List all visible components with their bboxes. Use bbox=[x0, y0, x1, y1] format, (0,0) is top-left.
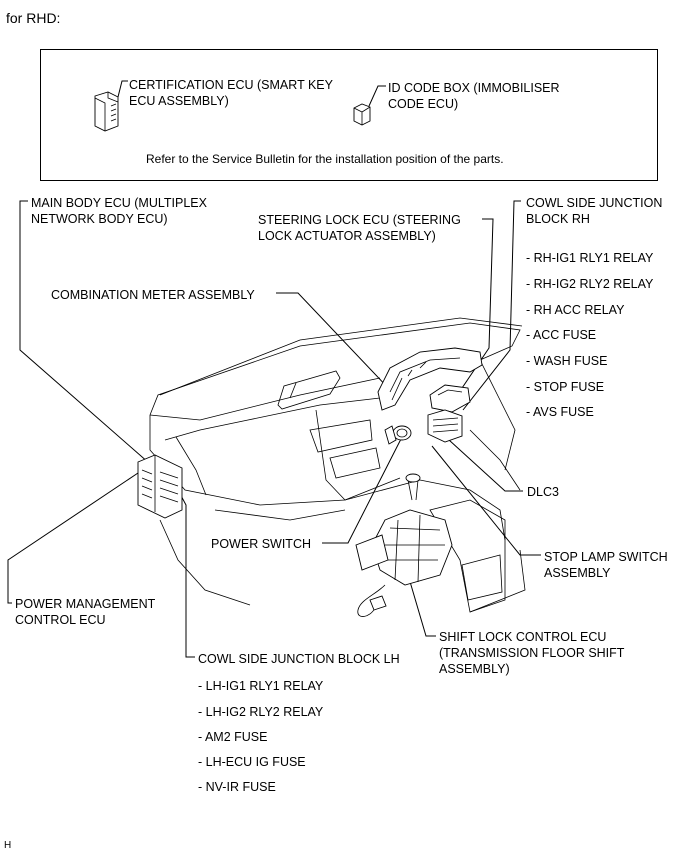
stop-lamp-switch-label-line1: STOP LAMP SWITCH bbox=[544, 550, 668, 564]
stop-lamp-switch-label-line2: ASSEMBLY bbox=[544, 566, 611, 580]
certification-ecu-label-line2: ECU ASSEMBLY) bbox=[129, 94, 229, 108]
shift-lock-label-line3: ASSEMBLY) bbox=[439, 662, 510, 676]
page-title: for RHD: bbox=[6, 10, 61, 26]
steering-column-part bbox=[427, 384, 471, 443]
shift-lock-part bbox=[355, 509, 453, 617]
id-code-box-label-line1: ID CODE BOX (IMMOBILISER bbox=[388, 81, 560, 95]
main-body-ecu-label-line1: MAIN BODY ECU (MULTIPLEX bbox=[31, 196, 207, 210]
lh-item: - NV-IR FUSE bbox=[198, 780, 276, 794]
steering-lock-ecu-label-line2: LOCK ACTUATOR ASSEMBLY) bbox=[258, 229, 436, 243]
power-switch-label: POWER SWITCH bbox=[211, 537, 311, 551]
lh-item: - LH-IG2 RLY2 RELAY bbox=[198, 705, 324, 719]
cowl-side-rh-label-line2: BLOCK RH bbox=[526, 212, 590, 226]
info-box-note: Refer to the Service Bulletin for the in… bbox=[146, 152, 504, 166]
certification-ecu-label-line1: CERTIFICATION ECU (SMART KEY bbox=[129, 78, 333, 92]
power-switch-part bbox=[384, 425, 412, 445]
id-code-box-label-line2: CODE ECU) bbox=[388, 97, 459, 111]
rh-item: - RH-IG2 RLY2 RELAY bbox=[526, 277, 654, 291]
steering-lock-ecu-label-line1: STEERING LOCK ECU (STEERING bbox=[258, 213, 461, 227]
rh-item: - RH ACC RELAY bbox=[526, 303, 625, 317]
footer-code: H bbox=[4, 840, 12, 851]
shift-lock-label-line2: (TRANSMISSION FLOOR SHIFT bbox=[439, 646, 625, 660]
certification-ecu-part bbox=[94, 91, 119, 132]
rh-item: - AVS FUSE bbox=[526, 405, 594, 419]
dashboard-outline bbox=[149, 317, 526, 613]
info-box bbox=[40, 49, 658, 181]
lh-item: - LH-IG1 RLY1 RELAY bbox=[198, 679, 324, 693]
rh-item: - ACC FUSE bbox=[526, 328, 597, 342]
id-code-box-part bbox=[353, 103, 371, 126]
power-management-label-line1: POWER MANAGEMENT bbox=[15, 597, 156, 611]
rh-item: - RH-IG1 RLY1 RELAY bbox=[526, 251, 654, 265]
rh-item: - STOP FUSE bbox=[526, 380, 605, 394]
cowl-side-rh-label-line1: COWL SIDE JUNCTION bbox=[526, 196, 663, 210]
cowl-side-lh-part bbox=[137, 454, 183, 519]
combination-meter-part bbox=[377, 347, 483, 411]
lh-item: - LH-ECU IG FUSE bbox=[198, 755, 306, 769]
rh-item: - WASH FUSE bbox=[526, 354, 608, 368]
combination-meter-label: COMBINATION METER ASSEMBLY bbox=[51, 288, 255, 302]
dlc3-label: DLC3 bbox=[527, 485, 559, 499]
shift-lock-label-line1: SHIFT LOCK CONTROL ECU bbox=[439, 630, 607, 644]
lh-item: - AM2 FUSE bbox=[198, 730, 268, 744]
cowl-side-lh-label: COWL SIDE JUNCTION BLOCK LH bbox=[198, 652, 400, 666]
power-management-label-line2: CONTROL ECU bbox=[15, 613, 106, 627]
main-body-ecu-label-line2: NETWORK BODY ECU) bbox=[31, 212, 168, 226]
